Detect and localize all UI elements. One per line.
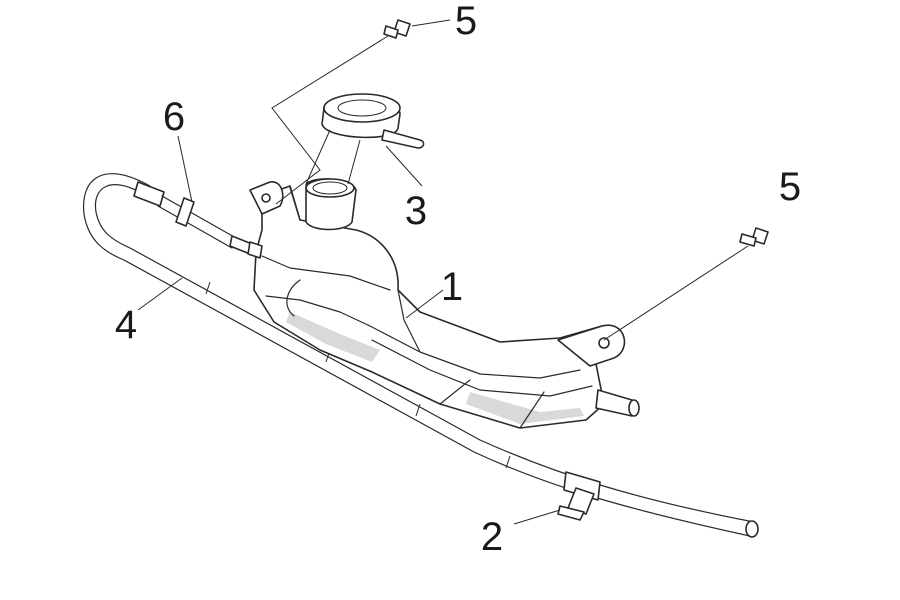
- hose-clamp: [557, 471, 601, 521]
- callout-hose-clip: 6: [163, 95, 185, 139]
- callout-bolt-right: 5: [779, 165, 801, 209]
- bolt-top: [383, 19, 411, 39]
- callout-reservoir: 1: [441, 265, 463, 309]
- callout-hose-clamp: 2: [481, 515, 503, 559]
- callout-overflow-hose: 4: [115, 303, 137, 347]
- callout-bolt-top: 5: [455, 0, 477, 43]
- leader-lines: [137, 19, 749, 525]
- filler-cap: [305, 93, 425, 185]
- coolant-reservoir: [229, 178, 640, 429]
- callout-filler-cap: 3: [405, 189, 427, 233]
- hose-clip: [175, 197, 195, 227]
- bolt-right: [739, 227, 769, 247]
- overflow-hose: [82, 173, 759, 538]
